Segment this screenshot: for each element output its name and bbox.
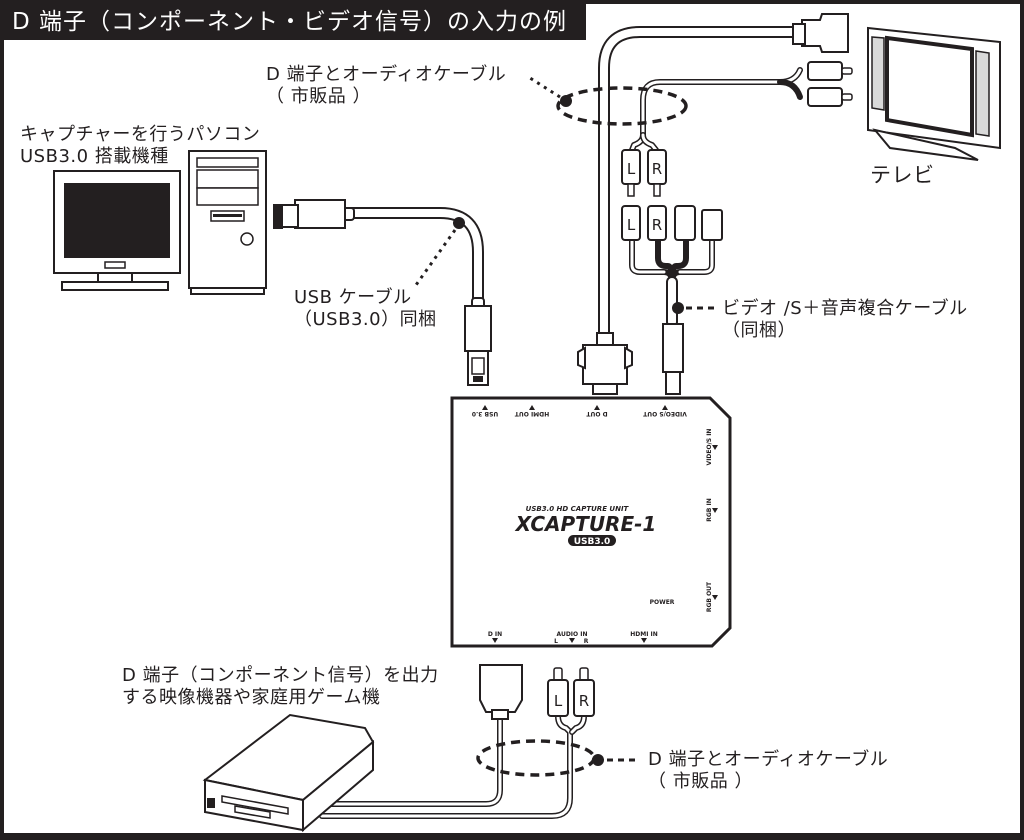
usb-cable-callout-line (414, 229, 457, 286)
source-label-line1: D 端子（コンポーネント信号）を出力 (122, 665, 439, 686)
port-d-in: D IN (488, 631, 502, 638)
usb-cable-callout-dot (453, 217, 465, 229)
source-label: D 端子（コンポーネント信号）を出力 する映像機器や家庭用ゲーム機 (122, 665, 439, 709)
device-top-ports: USB 3.0 HDMI OUT D OUT VIDEO/S OUT (472, 405, 687, 417)
port-hdmi-in: HDMI IN (630, 631, 658, 638)
source-label-line2: する映像機器や家庭用ゲーム機 (122, 687, 381, 708)
video-cable-label-line1: ビデオ /S＋音声複合ケーブル (722, 298, 968, 319)
usb3-badge-text: USB3.0 (574, 537, 611, 547)
usb3-badge (568, 535, 616, 546)
source-cable-label-line1: D 端子とオーディオケーブル (648, 749, 889, 770)
pc-label-line2: USB3.0 搭載機種 (20, 146, 169, 167)
port-arrow-rgb-out (712, 595, 718, 600)
port-arrow-hdmi-in (641, 638, 647, 643)
port-hdmi-out: HDMI OUT (514, 410, 549, 417)
port-arrow-d-in (492, 638, 498, 643)
usb-cable-label-line2: （USB3.0）同梱 (294, 309, 437, 330)
tv-cable-label-line1: D 端子とオーディオケーブル (266, 64, 507, 85)
port-arrow-video-s-in (712, 445, 718, 450)
diagram-title: D 端子（コンポーネント・ビデオ信号）の入力の例 (4, 4, 586, 40)
port-arrow-video-s-out (662, 405, 668, 410)
source-plug-letter-r: R (579, 692, 589, 710)
tv-cable-callout-ellipse (556, 86, 688, 126)
plug-letter-l: L (627, 160, 636, 178)
video-cable-label: ビデオ /S＋音声複合ケーブル （同梱） (722, 298, 968, 342)
combo-plug-letter-r: R (652, 216, 662, 234)
tv-cable-label-line2: （ 市販品 ） (266, 86, 371, 107)
port-arrow-audio-in (569, 638, 575, 643)
tv-label: テレビ (870, 163, 935, 187)
source-cable-label-line2: （ 市販品 ） (648, 771, 753, 792)
power-label: POWER (650, 599, 675, 606)
d-out-cable (577, 13, 849, 395)
television-icon (867, 26, 1001, 161)
source-plug-letter-l: L (554, 692, 563, 710)
port-video-s-out: VIDEO/S OUT (642, 410, 687, 417)
pc-label-line1: キャプチャーを行うパソコン (20, 124, 261, 145)
usb-cable-label: USB ケーブル （USB3.0）同梱 (294, 287, 437, 331)
port-arrow-d-out (594, 405, 600, 410)
port-arrow-hdmi-out (529, 405, 535, 410)
pc-label: キャプチャーを行うパソコン USB3.0 搭載機種 (20, 124, 260, 168)
source-d-cable (319, 664, 523, 807)
pc-tower-icon (188, 150, 267, 295)
port-video-s-in: VIDEO/S IN (706, 429, 713, 466)
port-usb-3: USB 3.0 (472, 410, 498, 417)
port-audio-l: L (554, 638, 558, 645)
plug-letter-r: R (652, 160, 662, 178)
tv-cable-label: D 端子とオーディオケーブル （ 市販品 ） (266, 64, 506, 108)
combo-cable-callout-dot (672, 302, 684, 314)
device-bottom-ports: D IN AUDIO IN L R HDMI IN (488, 631, 658, 645)
device-right-ports: VIDEO/S IN RGB IN RGB OUT (706, 429, 718, 612)
tv-cable-callout-line (529, 76, 561, 99)
device-name: XCAPTURE-1 (514, 512, 657, 536)
tv-cable-callout-dot (560, 95, 572, 107)
port-rgb-in: RGB IN (706, 498, 713, 521)
pc-monitor-icon (53, 170, 181, 291)
source-cable-callout-dot (592, 754, 604, 766)
port-arrow-usb (482, 405, 488, 410)
connection-diagram: .o { fill:#fff; stroke:#231f20; stroke-w… (53, 13, 1001, 833)
port-audio-r: R (584, 638, 589, 645)
capture-device (450, 396, 732, 648)
device-subtitle: USB3.0 HD CAPTURE UNIT (526, 505, 630, 513)
video-cable-label-line2: （同梱） (722, 320, 796, 341)
combo-plug-letter-l: L (627, 216, 636, 234)
source-cable-callout-ellipse (476, 739, 596, 777)
usb-cable (273, 199, 492, 386)
usb-cable-label-line1: USB ケーブル (294, 287, 412, 308)
source-cable-label: D 端子とオーディオケーブル （ 市販品 ） (648, 749, 888, 793)
port-d-out: D OUT (586, 410, 608, 417)
video-audio-combo-cable (621, 205, 723, 395)
source-audio-cable (319, 667, 595, 819)
port-audio-in: AUDIO IN (557, 631, 588, 638)
port-rgb-out: RGB OUT (706, 581, 713, 612)
diagram-frame: D 端子（コンポーネント・ビデオ信号）の入力の例 .o { fill:#fff;… (4, 4, 1020, 833)
port-arrow-rgb-in (712, 508, 718, 513)
game-console-icon (202, 713, 375, 833)
